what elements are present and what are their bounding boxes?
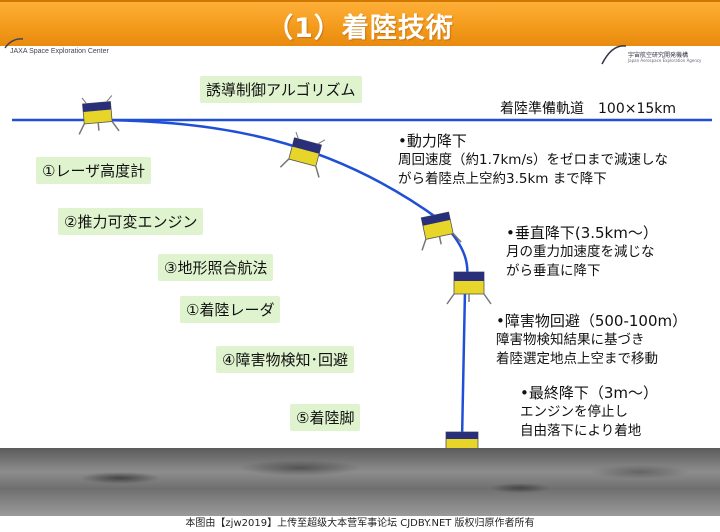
lander-4-icon — [446, 271, 492, 305]
phase-final-descent: •最終降下（3m～） エンジンを停止し 自由落下により着地 — [520, 384, 658, 441]
jaxa-logo: JAXA Space Exploration Center — [4, 36, 144, 62]
jaxa-swoosh-icon — [4, 38, 24, 49]
phase-heading: •障害物回避（500-100m） — [496, 312, 688, 330]
lander-1-icon — [78, 95, 120, 135]
descent-trajectory — [89, 118, 469, 441]
agency-logo: 宇宙航空研究開発機構 Japan Aerospace Exploration A… — [600, 40, 710, 70]
footer-caption: 本图由【zjw2019】上传至超级大本营军事论坛 CJDBY.NET 版权归原作… — [0, 516, 720, 532]
tech-terrain-navigation-label: ③地形照合航法 — [158, 254, 274, 281]
jaxa-logo-text: JAXA Space Exploration Center — [10, 48, 109, 55]
phase-line: 自由落下により着地 — [520, 423, 642, 439]
phase-line: 月の重力加速度を減じな — [506, 244, 655, 260]
phase-powered-descent: •動力降下 周回速度（約1.7km/s）をゼロまで減速しな がら着陸点上空約3.… — [398, 132, 668, 189]
phase-hazard-avoidance: •障害物回避（500-100m） 障害物検知結果に基づき 着陸選定地点上空まで移… — [496, 312, 687, 369]
phase-line: がら垂直に降下 — [506, 263, 601, 279]
moon-surface — [0, 448, 720, 516]
title-bar: （1）着陸技術 — [0, 0, 720, 46]
phase-vertical-descent: •垂直降下(3.5km～） 月の重力加速度を減じな がら垂直に降下 — [506, 224, 658, 281]
tech-hazard-avoidance-label: ④障害物検知･回避 — [216, 346, 354, 373]
orbit-label: 着陸準備軌道 100×15km — [500, 101, 677, 117]
lander-2-icon — [279, 131, 326, 178]
phase-heading: •最終降下（3m～） — [520, 384, 659, 402]
agency-swoosh-icon — [601, 45, 627, 65]
agency-logo-subtext: Japan Aerospace Exploration Agency — [628, 58, 702, 63]
lander-3-icon — [420, 211, 462, 251]
phase-line: 障害物検知結果に基づき — [496, 332, 645, 348]
phase-line: 着陸選定地点上空まで移動 — [496, 351, 658, 367]
tech-laser-altimeter-label: ①レーザ高度計 — [36, 157, 152, 184]
tech-guidance-label: 誘導制御アルゴリズム — [200, 76, 362, 103]
tech-throttle-engine-label: ②推力可変エンジン — [58, 208, 204, 235]
phase-heading: •動力降下 — [398, 132, 467, 150]
phase-line: がら着陸点上空約3.5km まで降下 — [398, 171, 607, 187]
phase-line: 周回速度（約1.7km/s）をゼロまで減速しな — [398, 152, 669, 168]
phase-line: エンジンを停止し — [520, 404, 628, 420]
tech-landing-legs-label: ⑤着陸脚 — [290, 404, 361, 431]
page-title: （1）着陸技術 — [266, 13, 454, 44]
agency-logo-text: 宇宙航空研究開発機構 — [628, 52, 689, 59]
tech-landing-radar-label: ①着陸レーダ — [180, 296, 281, 323]
phase-heading: •垂直降下(3.5km～） — [506, 224, 658, 242]
